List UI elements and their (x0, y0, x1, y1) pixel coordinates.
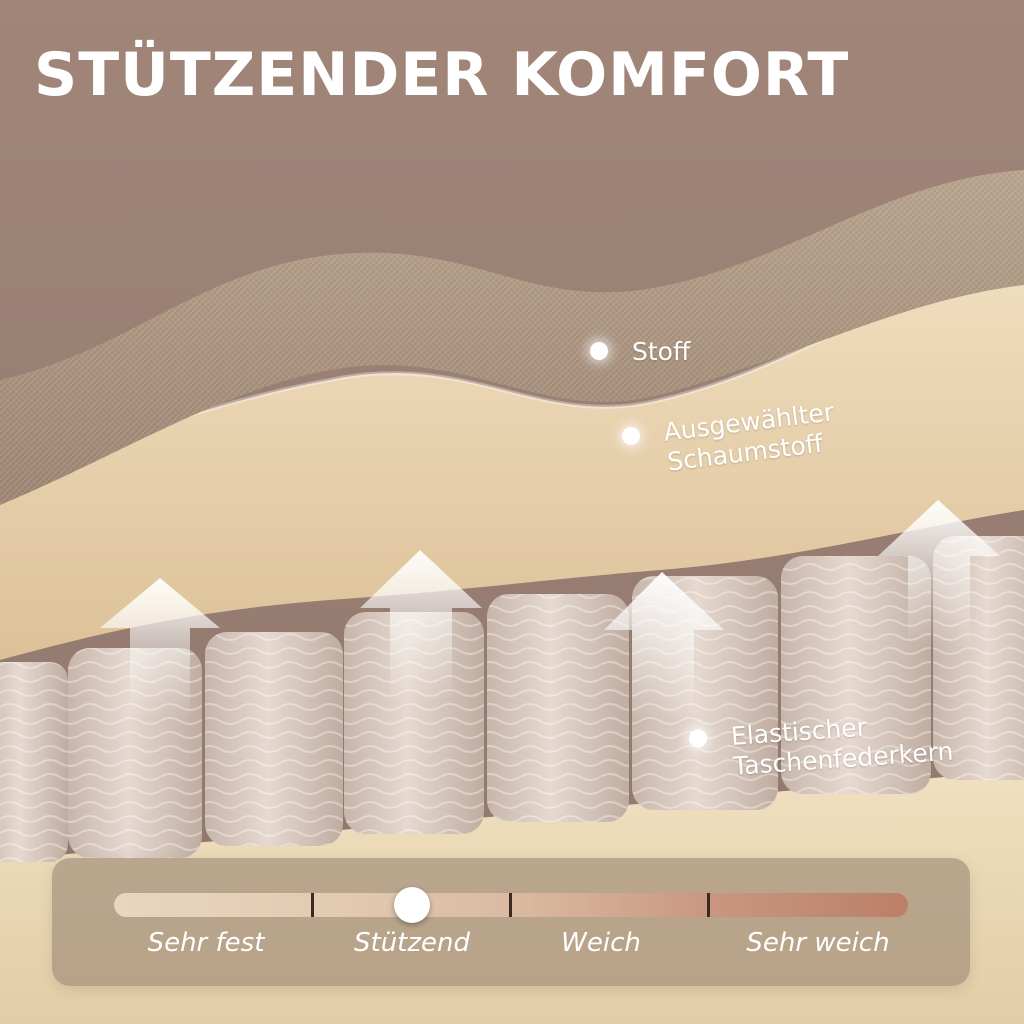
firmness-label-supportive: Stützend (354, 928, 470, 958)
spring (205, 632, 343, 846)
arrow-up-icon (878, 500, 1000, 648)
foam-layer (0, 250, 1024, 660)
scale-divider (311, 893, 314, 917)
page-title: STÜTZENDER KOMFORT (34, 40, 850, 110)
firmness-label-very-soft: Sehr weich (746, 928, 890, 958)
arrow-up-icon (604, 572, 724, 722)
marker-dot-icon (590, 342, 608, 360)
callout-text: Stoff (632, 337, 691, 366)
arrow-up-icon (360, 550, 482, 700)
layer-callout-fabric: Stoff (590, 337, 691, 367)
firmness-label-soft: Weich (561, 928, 641, 958)
firmness-panel (52, 858, 970, 986)
pocket-springs (0, 536, 1024, 862)
scale-divider (509, 893, 512, 917)
firmness-scale-bar (114, 887, 908, 923)
spring (781, 556, 931, 794)
firmness-indicator-knob (394, 887, 430, 923)
firmness-label-very-firm: Sehr fest (147, 928, 265, 958)
spring (0, 662, 68, 862)
scale-divider (707, 893, 710, 917)
spring (487, 594, 629, 822)
arrow-up-icon (100, 578, 220, 720)
